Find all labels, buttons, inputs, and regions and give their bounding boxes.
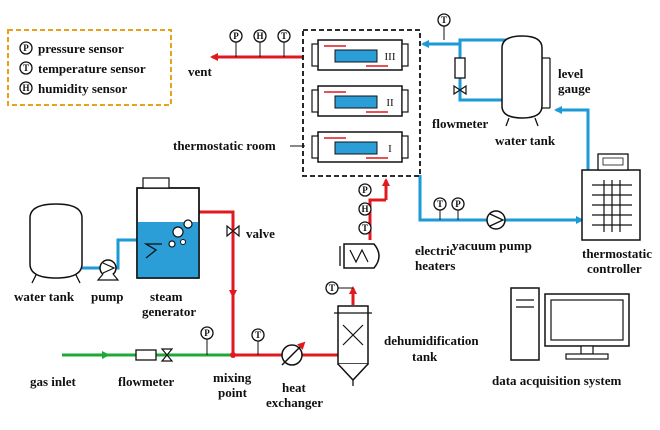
dehumidification-label-2: tank [412, 349, 438, 364]
water-tank-left-label: water tank [14, 289, 75, 304]
feed-temperature-sensor: T [358, 221, 372, 235]
valve-label: valve [246, 226, 275, 241]
controller-riser-pipe [554, 106, 590, 170]
thermostatic-controller-label-1: thermostatic [582, 246, 652, 261]
outlet-pressure-sensor: P [451, 197, 465, 220]
svg-text:P: P [362, 185, 368, 195]
svg-text:H: H [256, 31, 263, 41]
heater-temperature-gauge: T [325, 281, 353, 295]
room-outlet-pipe [418, 175, 584, 224]
thermostatic-room [302, 29, 421, 177]
flowmeter-bottom-label: flowmeter [118, 374, 175, 389]
svg-text:humidity sensor: humidity sensor [38, 81, 127, 96]
steam-generator [136, 177, 200, 279]
thermostatic-controller [581, 153, 641, 241]
chamber-1: I [311, 131, 409, 163]
data-acquisition-computer [510, 287, 630, 361]
flowmeter-bottom [135, 348, 174, 362]
mixing-pressure-sensor: P [200, 326, 214, 355]
vent-pressure-sensor: P [229, 29, 243, 57]
dehumidification-tank [334, 305, 372, 386]
svg-text:T: T [281, 31, 287, 41]
return-temperature-sensor: T [437, 13, 451, 40]
level-gauge-label-2: gauge [558, 81, 591, 96]
outlet-temperature-sensor: T [433, 197, 447, 220]
mixing-point-label-2: point [218, 385, 248, 400]
legend-humidity: H humidity sensor [19, 81, 127, 96]
chamber-2: II [311, 85, 409, 117]
svg-text:I: I [388, 143, 392, 155]
vacuum-pump-label: vacuum pump [452, 238, 532, 253]
electric-heaters-label-1: electric [415, 243, 456, 258]
heat-exchanger-label-2: exchanger [266, 395, 323, 410]
data-acquisition-label: data acquisition system [492, 373, 621, 388]
svg-text:temperature sensor: temperature sensor [38, 61, 146, 76]
water-feed-pipe [82, 238, 138, 270]
water-tank-right-label: water tank [495, 133, 556, 148]
chamber-3: III [311, 39, 409, 71]
flowmeter-top-label: flowmeter [432, 116, 489, 131]
svg-text:P: P [233, 31, 239, 41]
heat-exchanger-label-1: heat [282, 380, 307, 395]
svg-text:T: T [23, 63, 29, 73]
heater-to-room-pipe [368, 198, 386, 240]
svg-text:P: P [204, 328, 210, 338]
svg-text:H: H [361, 204, 368, 214]
heat-exchanger [281, 341, 306, 366]
svg-text:pressure sensor: pressure sensor [38, 41, 124, 56]
steam-pipe [198, 210, 235, 355]
svg-text:T: T [255, 330, 261, 340]
thermostatic-controller-label-2: controller [587, 261, 642, 276]
svg-text:T: T [437, 199, 443, 209]
feed-pump [96, 259, 120, 281]
feed-humidity-sensor: H [358, 202, 372, 216]
flowmeter-top [453, 57, 467, 96]
electric-heaters-label-2: heaters [415, 258, 455, 273]
vent-label: vent [188, 64, 213, 79]
level-gauge-label-1: level [558, 66, 584, 81]
legend-temperature: T temperature sensor [19, 61, 146, 76]
vacuum-pump [486, 210, 506, 230]
feed-pressure-sensor: P [358, 183, 372, 197]
thermostatic-room-label: thermostatic room [173, 138, 276, 153]
steam-generator-label-2: generator [142, 304, 196, 319]
water-tank-left [29, 203, 83, 284]
steam-valve [226, 224, 240, 238]
svg-text:II: II [386, 97, 394, 109]
electric-heater [339, 243, 380, 269]
mixing-point-node [230, 352, 236, 358]
water-tank-right [501, 35, 551, 127]
svg-text:P: P [23, 43, 29, 53]
svg-text:P: P [455, 199, 461, 209]
vent-temperature-sensor: T [277, 29, 291, 57]
mixing-temperature-sensor: T [251, 328, 265, 355]
vent-humidity-sensor: H [253, 29, 267, 57]
dehumidification-label-1: dehumidification [384, 333, 479, 348]
gas-inlet-label: gas inlet [30, 374, 77, 389]
svg-text:H: H [22, 83, 29, 93]
pump-label: pump [91, 289, 124, 304]
svg-text:T: T [329, 283, 335, 293]
mixing-point-label-1: mixing [213, 370, 252, 385]
legend-box: P pressure sensor T temperature sensor H… [7, 29, 172, 106]
svg-text:III: III [385, 51, 396, 63]
steam-generator-label-1: steam [150, 289, 183, 304]
svg-text:T: T [362, 223, 368, 233]
legend-pressure: P pressure sensor [19, 41, 124, 56]
svg-text:T: T [441, 15, 447, 25]
